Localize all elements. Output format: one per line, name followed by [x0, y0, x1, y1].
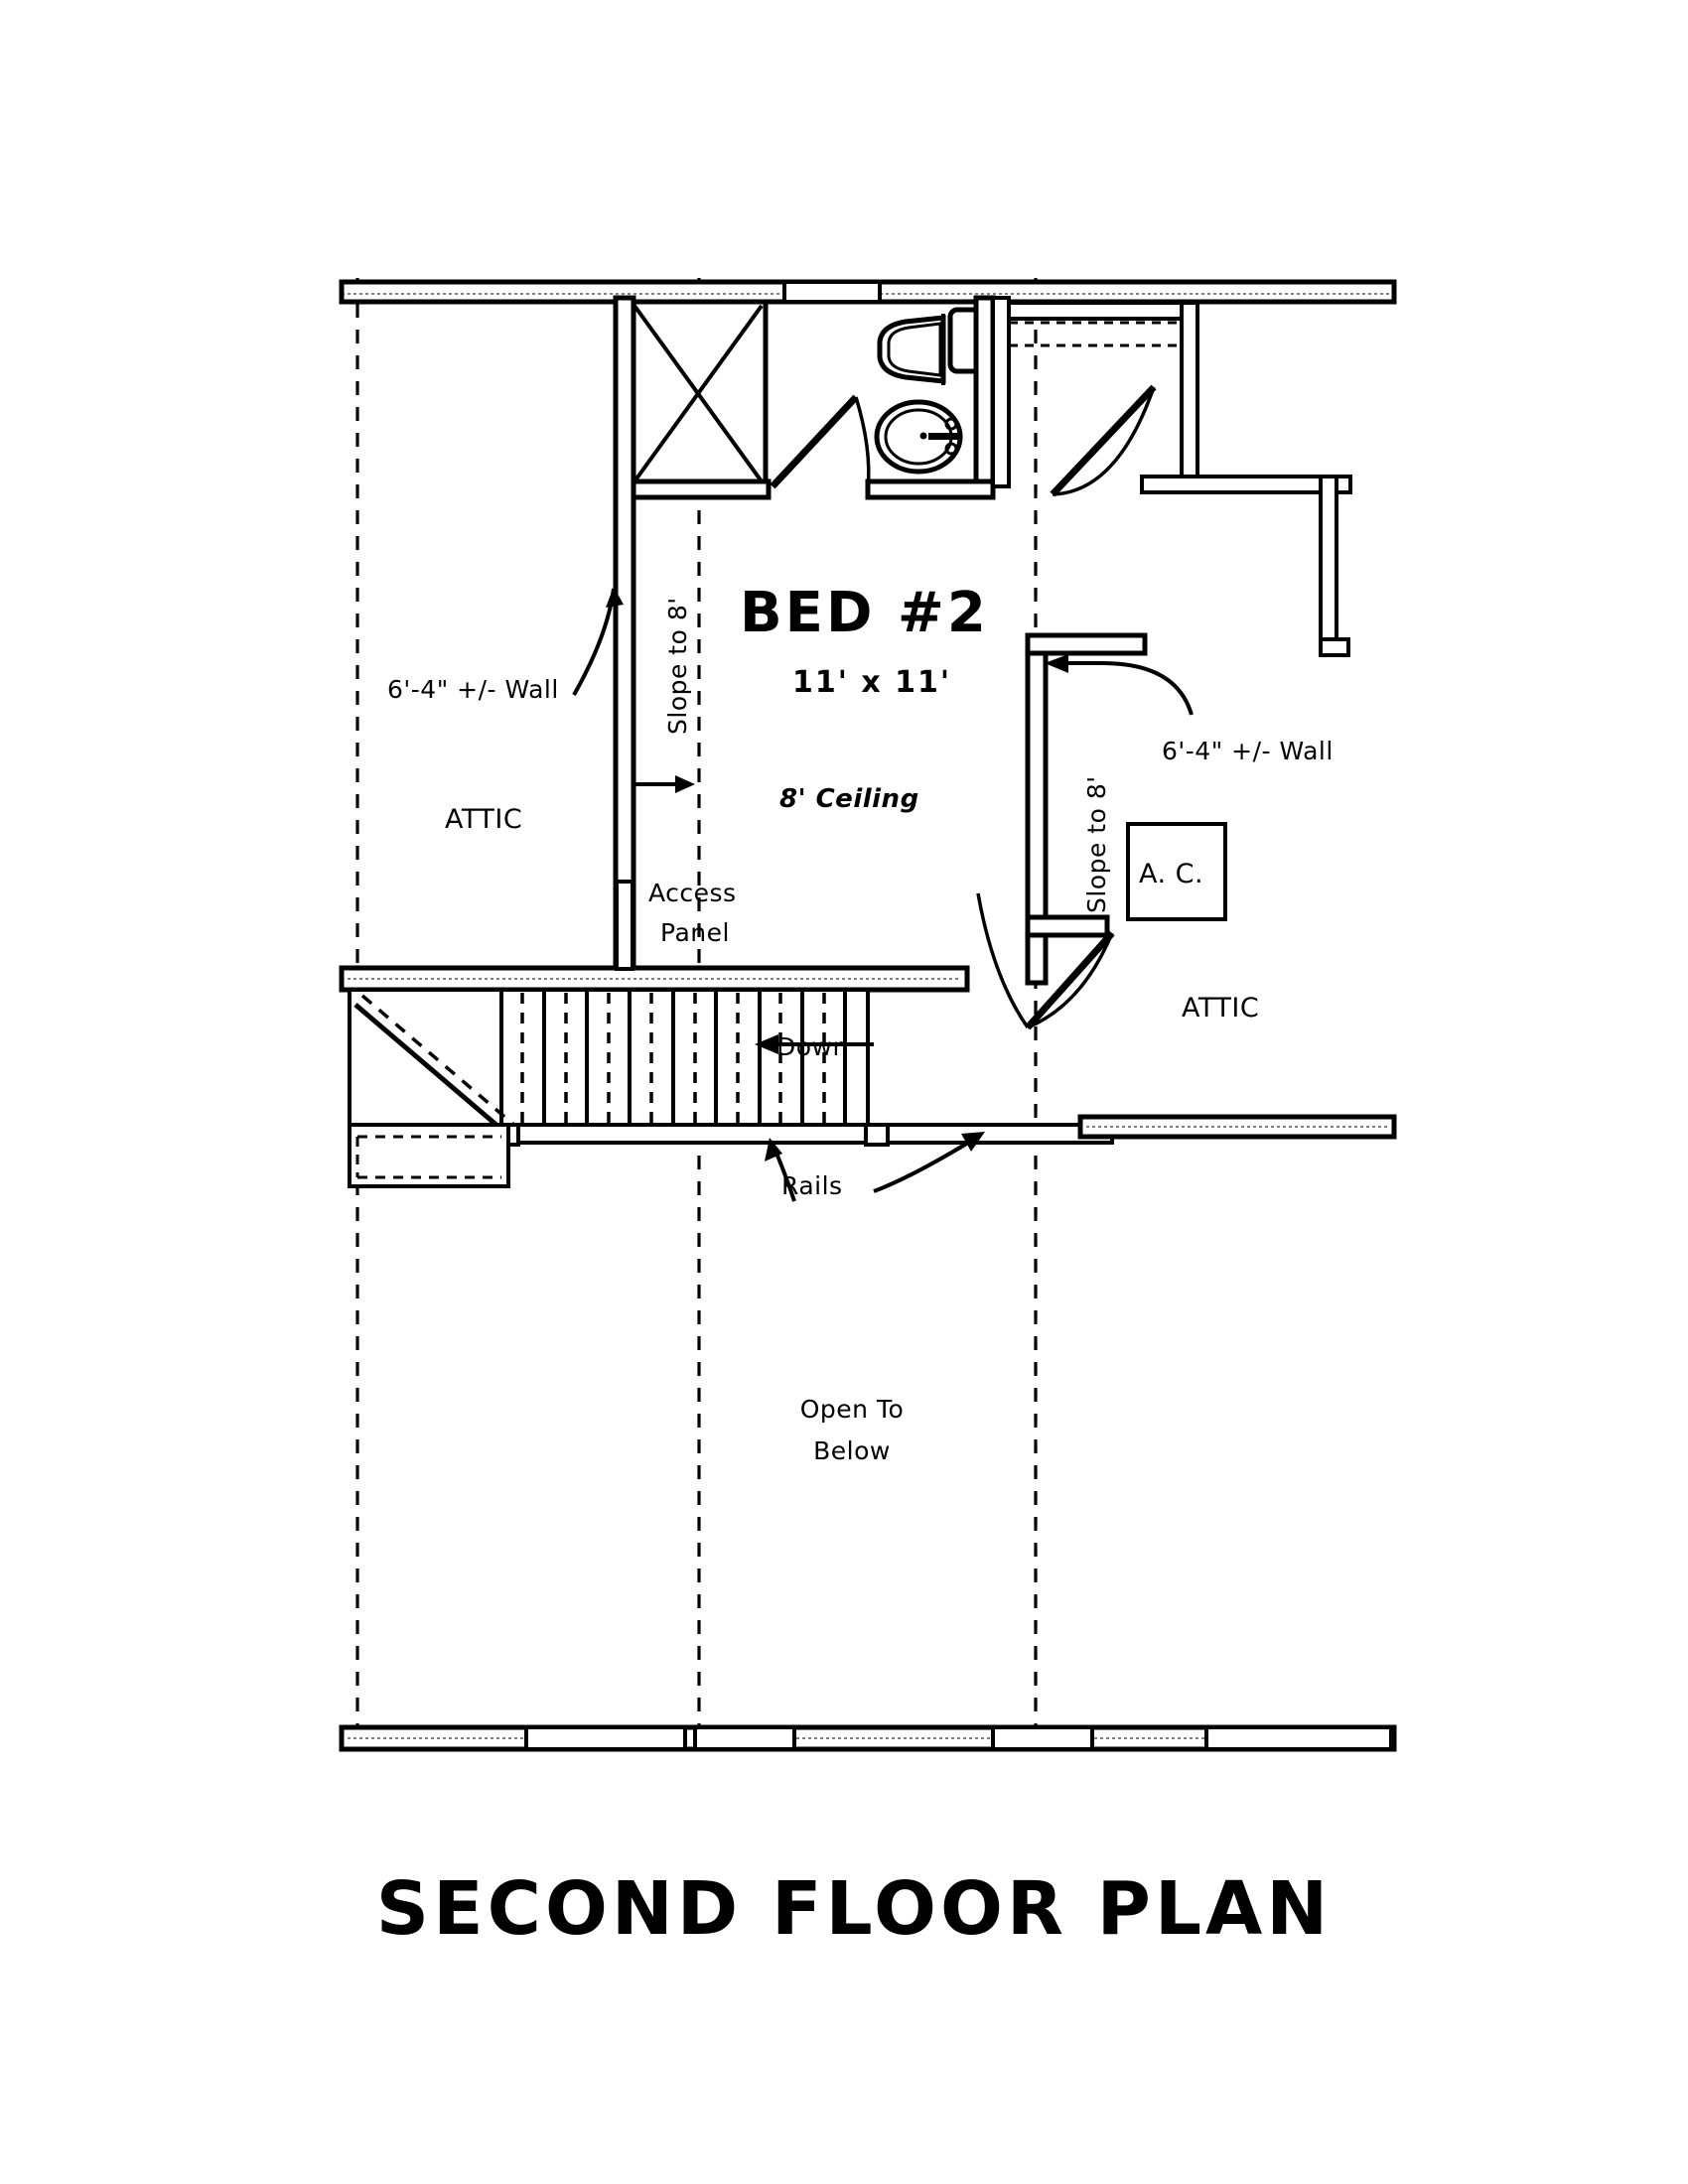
toilet-icon	[877, 307, 985, 385]
access-panel-label-line1: Access	[648, 879, 737, 907]
bathroom-walls	[865, 295, 1011, 500]
sink-icon	[874, 399, 963, 475]
ac-closet-box	[1126, 822, 1227, 921]
bathroom-door-swing	[770, 394, 871, 490]
room-dimensions-bed2: 11' x 11'	[792, 665, 952, 700]
slope-note-left: Slope to 8'	[663, 597, 692, 735]
leader-wall-right	[1045, 654, 1194, 716]
wall-height-note-right: 6'-4" +/- Wall	[1162, 737, 1334, 765]
upper-right-closet	[1007, 301, 1352, 657]
bedroom-door-swing	[976, 892, 1115, 1030]
slope-note-right: Slope to 8'	[1082, 775, 1111, 913]
access-panel-label-line2: Panel	[660, 918, 730, 947]
room-label-attic-right: ATTIC	[1182, 993, 1260, 1024]
stair-rail-wall	[494, 1114, 1397, 1147]
bedroom-closet	[625, 299, 772, 500]
rails-leader	[765, 1132, 985, 1202]
exterior-wall-top	[339, 279, 1397, 305]
down-arrow	[755, 1034, 874, 1054]
ceiling-note-bed2: 8' Ceiling	[779, 784, 919, 814]
rails-label: Rails	[781, 1171, 843, 1200]
open-to-below-line2: Below	[813, 1436, 891, 1465]
page-title: SECOND FLOOR PLAN	[375, 1866, 1333, 1952]
slope-arrow-left	[635, 775, 695, 793]
leader-wall-left	[572, 587, 624, 696]
access-panel	[615, 880, 634, 971]
hall-door-swing	[1050, 384, 1157, 497]
stair-direction-label: Down	[776, 1032, 849, 1061]
room-label-attic-left: ATTIC	[445, 804, 523, 835]
exterior-wall-bottom	[339, 1724, 1397, 1752]
ac-closet-label: A. C.	[1139, 859, 1204, 889]
wall-height-note-left: 6'-4" +/- Wall	[387, 675, 559, 704]
staircase	[348, 988, 870, 1134]
stair-landing-box	[348, 1123, 510, 1188]
room-label-bed2: BED #2	[740, 581, 989, 645]
open-to-below-line1: Open To	[799, 1395, 905, 1424]
bedroom-walls	[339, 295, 1148, 993]
